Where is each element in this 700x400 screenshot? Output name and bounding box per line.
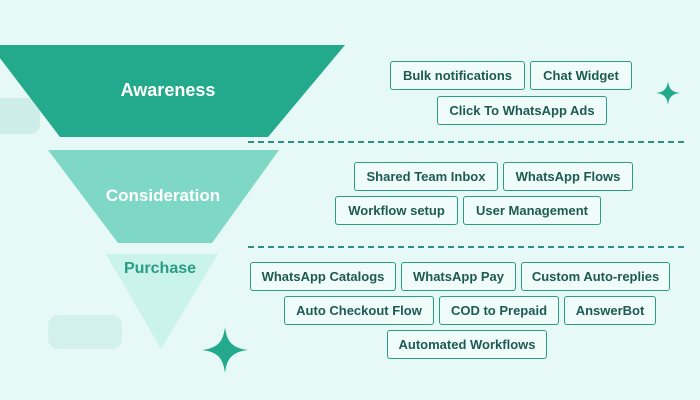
stage-label-purchase: Purchase <box>123 260 197 277</box>
sparkle-star-icon <box>656 81 680 105</box>
stage-label-consideration: Consideration <box>105 186 221 205</box>
tag-bulk-notifications[interactable]: Bulk notifications <box>390 61 525 90</box>
tag-user-management[interactable]: User Management <box>463 196 601 225</box>
tag-click-to-whatsapp-ads[interactable]: Click To WhatsApp Ads <box>437 96 607 125</box>
tag-workflow-setup[interactable]: Workflow setup <box>335 196 458 225</box>
tag-answerbot[interactable]: AnswerBot <box>564 296 656 325</box>
tag-auto-checkout-flow[interactable]: Auto Checkout Flow <box>284 296 434 325</box>
sparkle-star-large-icon <box>202 327 248 373</box>
stage-label-awareness: Awareness <box>120 80 216 100</box>
tag-whatsapp-flows[interactable]: WhatsApp Flows <box>503 162 633 191</box>
decorative-pill-left <box>0 98 40 134</box>
tag-cod-to-prepaid[interactable]: COD to Prepaid <box>439 296 559 325</box>
tag-whatsapp-pay[interactable]: WhatsApp Pay <box>401 262 516 291</box>
section-divider-awareness <box>248 141 684 143</box>
funnel-stage-awareness <box>0 45 345 137</box>
tag-chat-widget[interactable]: Chat Widget <box>530 61 632 90</box>
section-divider-consideration <box>248 246 684 248</box>
tag-whatsapp-catalogs[interactable]: WhatsApp Catalogs <box>250 262 396 291</box>
funnel-stage-consideration <box>48 150 279 243</box>
decorative-pill-bottom <box>48 315 122 349</box>
tag-custom-auto-replies[interactable]: Custom Auto-replies <box>521 262 670 291</box>
tag-automated-workflows[interactable]: Automated Workflows <box>387 330 547 359</box>
tag-shared-team-inbox[interactable]: Shared Team Inbox <box>354 162 498 191</box>
funnel-stage-purchase <box>106 254 218 349</box>
